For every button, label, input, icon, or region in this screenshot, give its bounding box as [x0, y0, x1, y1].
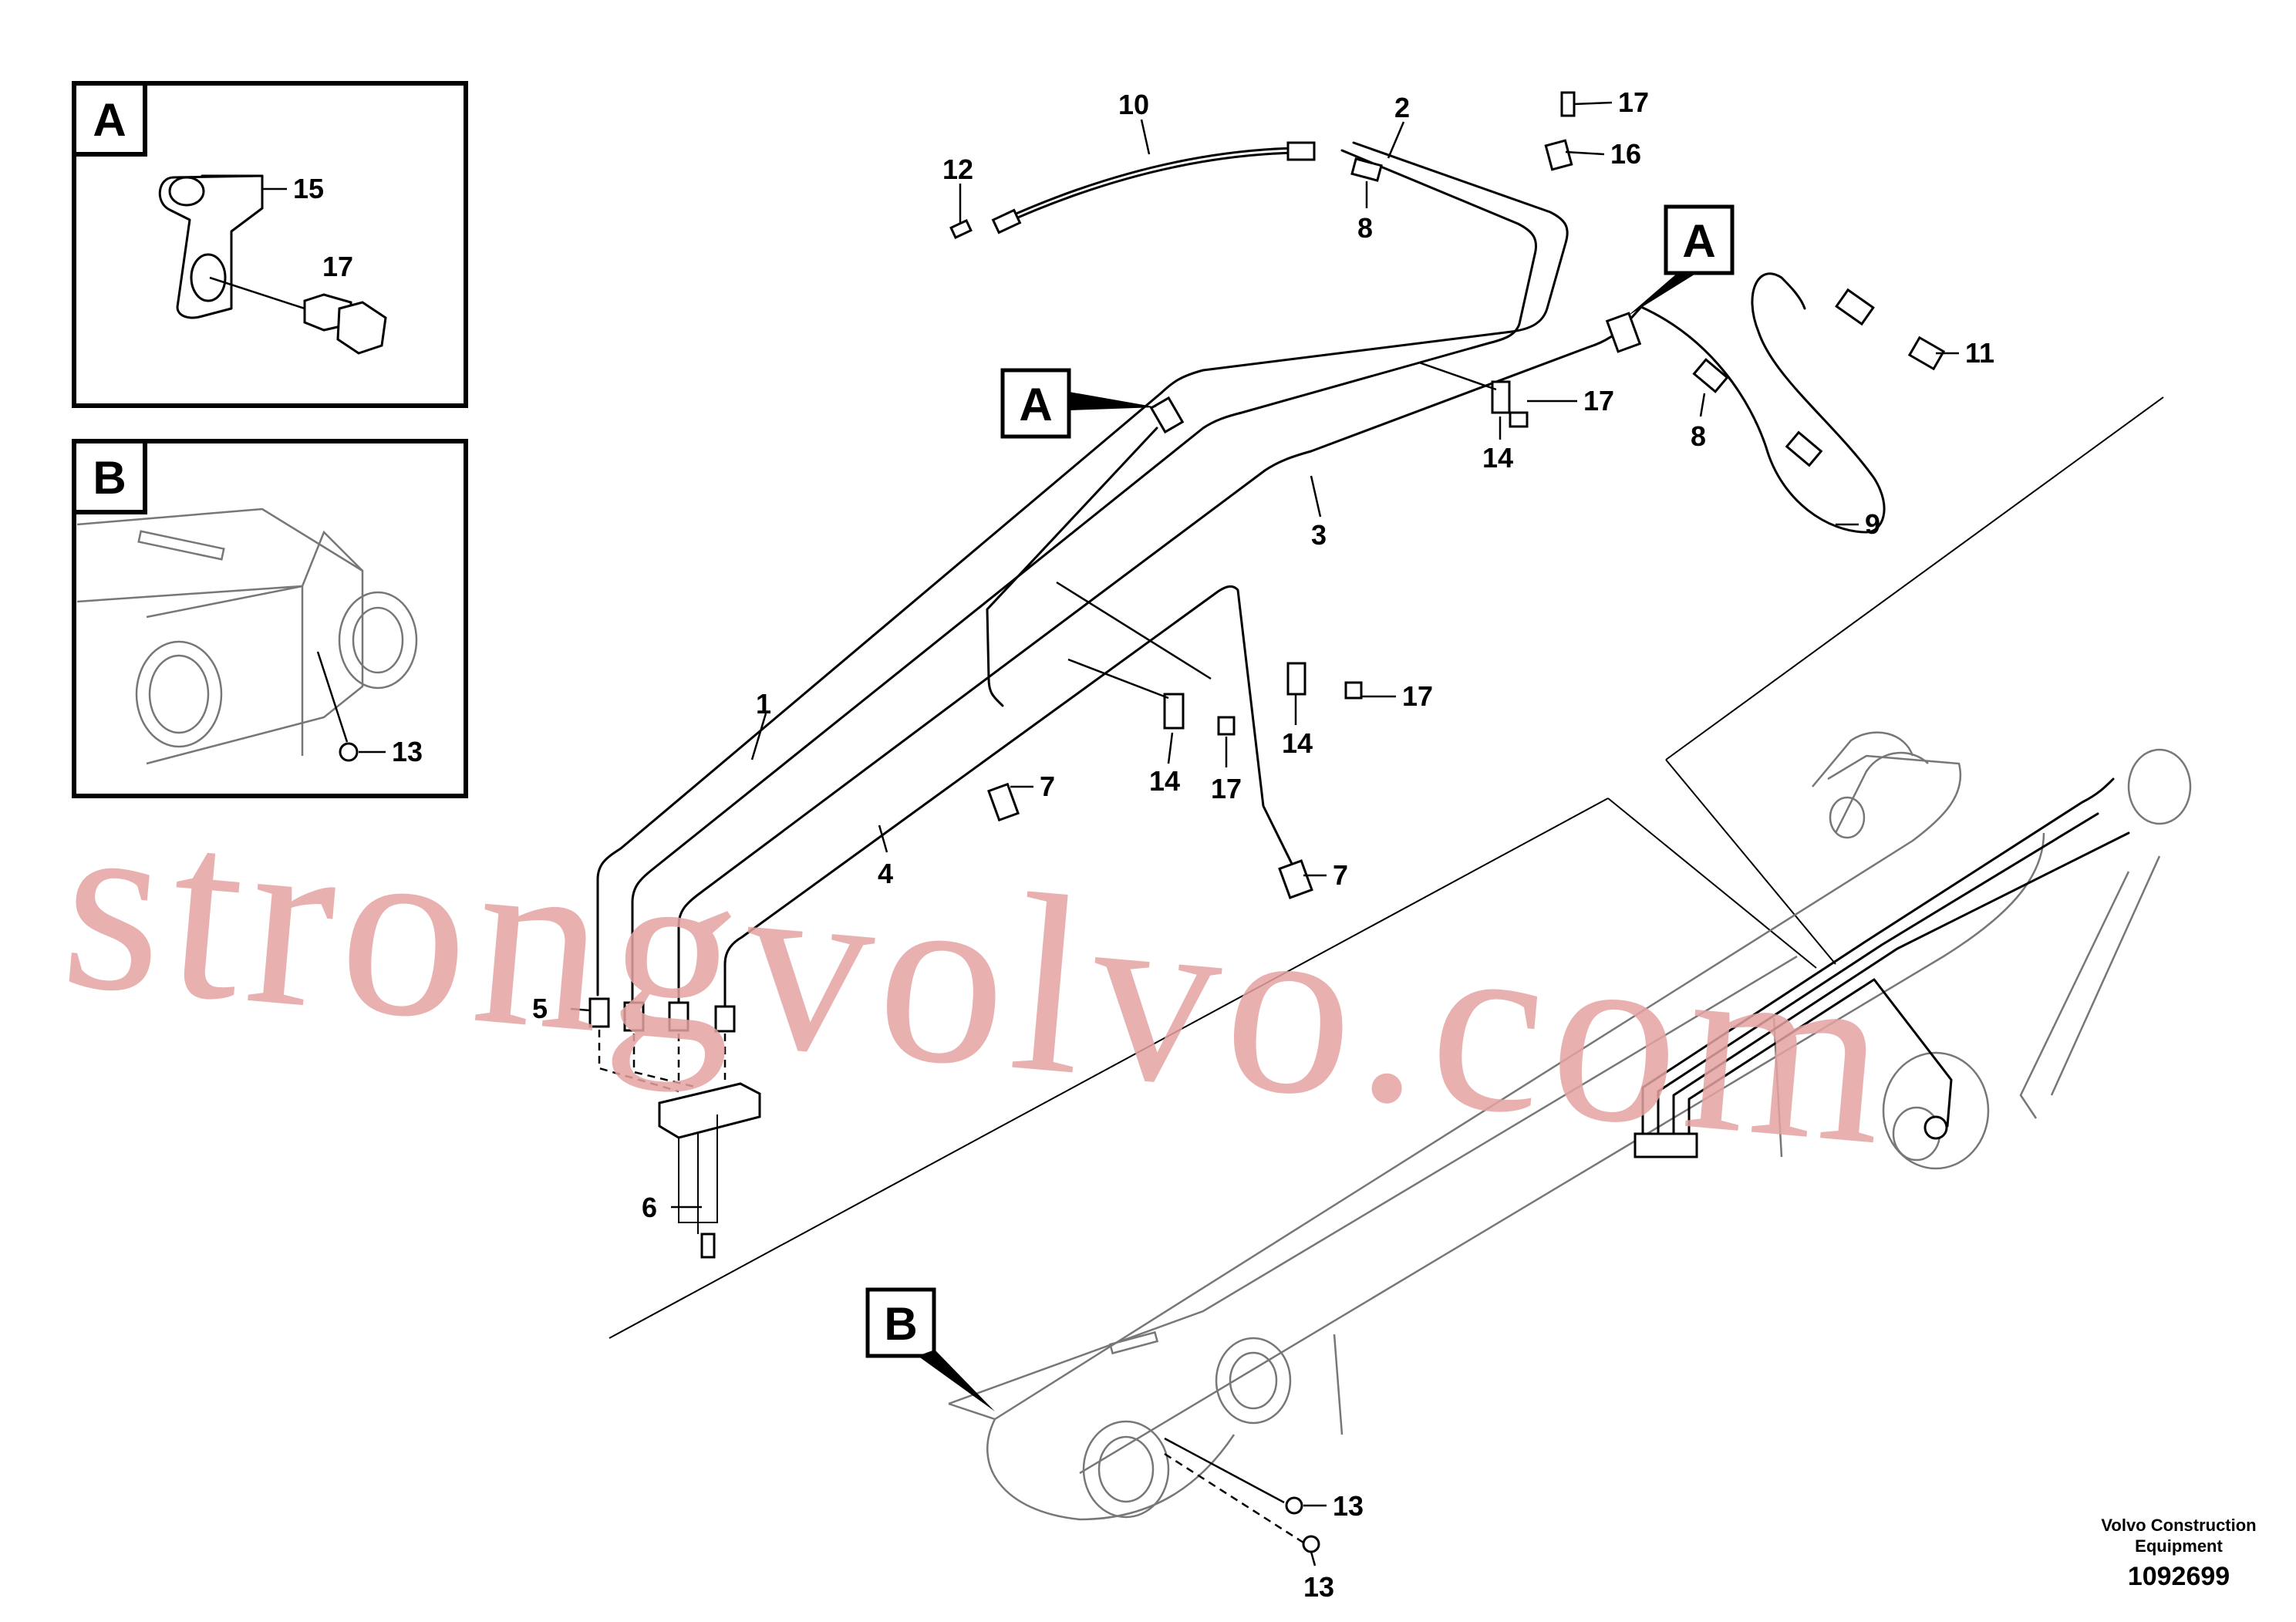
callout-8-right: 8 — [1691, 420, 1706, 452]
separator-line-4 — [1607, 798, 1817, 969]
document-number: 1092699 — [2128, 1562, 2230, 1591]
callout-11: 11 — [1965, 337, 1994, 369]
callout-4: 4 — [878, 858, 893, 889]
callout-14-upper: 14 — [1482, 442, 1513, 474]
callout-14-lower: 14 — [1149, 765, 1180, 797]
callout-3: 3 — [1311, 519, 1327, 551]
company-name-line2: Equipment — [2135, 1536, 2223, 1556]
callout-6: 6 — [642, 1192, 657, 1223]
reference-tag-b: B — [865, 1287, 995, 1411]
fitting-11-a — [1835, 288, 1875, 326]
callout-9: 9 — [1865, 508, 1880, 540]
clamp-14-right — [1286, 662, 1306, 696]
fitting-10-end — [1286, 141, 1316, 161]
fitting-12-tip — [949, 219, 973, 239]
boom-manifold — [1633, 1132, 1698, 1158]
bolt-17-top — [1560, 91, 1576, 117]
clamp-14-lower — [1163, 693, 1185, 730]
separator-line-3 — [1665, 759, 1836, 965]
callout-5: 5 — [532, 993, 548, 1024]
boom-drawing — [948, 731, 2192, 1553]
svg-text:B: B — [884, 1298, 917, 1350]
callout-15: 15 — [293, 173, 324, 204]
svg-text:A: A — [1682, 215, 1715, 267]
dashed-connectors — [598, 1030, 727, 1093]
callout-14-right: 14 — [1282, 727, 1313, 759]
fitting-5-c — [668, 1001, 689, 1032]
detail-box-a-label: A — [93, 94, 126, 146]
fitting-8-upper — [1350, 157, 1383, 182]
clamp-a-mid — [1149, 396, 1185, 434]
callout-7-upper: 7 — [1040, 771, 1055, 802]
callout-17-detail-a: 17 — [322, 251, 353, 282]
footer: Volvo Construction Equipment 1092699 — [2101, 1516, 2256, 1591]
company-name-line1: Volvo Construction — [2101, 1516, 2256, 1535]
elbow-7-upper — [987, 782, 1020, 822]
bolt-17-lower — [1217, 716, 1236, 736]
callout-leaders — [570, 101, 1959, 1566]
detail-box-b: B 13 — [72, 439, 468, 798]
bolt-17-right — [1344, 681, 1363, 700]
watermark: strongvolvo.com — [53, 758, 1904, 1199]
callout-10: 10 — [1118, 89, 1149, 120]
fitting-5-d — [714, 1005, 736, 1033]
reference-tag-a-mid: A — [1000, 368, 1157, 439]
callout-8-top: 8 — [1357, 212, 1373, 244]
callout-numbers: 1 2 3 4 5 6 7 7 8 8 9 10 11 12 13 13 14 … — [532, 86, 1994, 1603]
fitting-11-b — [1907, 336, 1946, 371]
fitting-5-b — [623, 1001, 645, 1032]
callout-1: 1 — [756, 688, 771, 720]
bolt-17-mid — [1509, 411, 1529, 428]
callout-16: 16 — [1610, 138, 1641, 170]
fitting-8-right — [1692, 358, 1729, 393]
fittings — [588, 91, 1946, 1259]
callout-17-right: 17 — [1402, 680, 1433, 712]
clamp-a-upper — [1605, 312, 1642, 353]
callout-12: 12 — [942, 153, 973, 185]
bolt-17-drawing — [209, 276, 387, 355]
fitting-6 — [700, 1233, 716, 1259]
clamp-14-upper — [1491, 380, 1511, 414]
clamp-15-drawing — [158, 174, 264, 319]
reference-tag-a-top: A — [1627, 204, 1735, 316]
callout-13: 13 — [1333, 1490, 1364, 1522]
callout-2: 2 — [1394, 92, 1410, 123]
fitting-9 — [1785, 430, 1823, 467]
fitting-12 — [991, 208, 1022, 234]
svg-text:A: A — [1019, 379, 1052, 430]
elbow-16 — [1544, 139, 1573, 171]
detail-box-a: A 15 17 — [72, 81, 468, 408]
detail-box-b-label: B — [93, 452, 126, 504]
separator-line-1 — [609, 798, 1609, 1339]
callout-17-top: 17 — [1618, 86, 1649, 118]
boom-foot-detail — [76, 508, 418, 765]
callout-13-lower: 13 — [1303, 1571, 1334, 1603]
callout-17-lower: 17 — [1211, 773, 1242, 804]
callout-13-detail-b: 13 — [392, 736, 423, 767]
manifold-6 — [658, 1082, 761, 1139]
separator-line-2 — [1665, 396, 2164, 760]
callout-17-mid: 17 — [1583, 385, 1614, 416]
fitting-5-a — [588, 997, 610, 1028]
callout-7-lower: 7 — [1333, 859, 1348, 891]
